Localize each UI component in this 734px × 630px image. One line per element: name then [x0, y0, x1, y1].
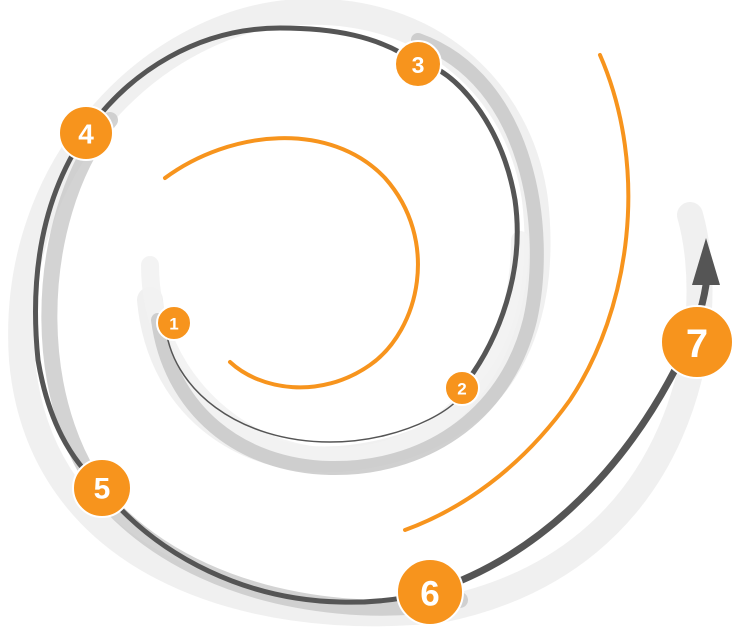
accent-arc-inner: [163, 136, 420, 390]
marker-6: 6: [396, 558, 464, 626]
marker-circle: [394, 40, 442, 88]
track-inner: [164, 321, 464, 443]
marker-4: 4: [58, 105, 114, 161]
shadow-arc-outer: [151, 33, 544, 476]
marker-label: 7: [686, 322, 708, 366]
arrow-up-icon: [692, 238, 720, 285]
marker-2: 2: [444, 370, 480, 406]
marker-label: 1: [169, 315, 178, 334]
marker-3: 3: [394, 40, 442, 88]
accent-strokes: [163, 53, 631, 532]
marker-circle: [58, 105, 114, 161]
marker-5: 5: [72, 458, 132, 518]
marker-label: 3: [412, 52, 425, 78]
marker-circle: [72, 458, 132, 518]
marker-circle: [396, 558, 464, 626]
marker-label: 4: [78, 119, 94, 150]
accent-arc-outer: [403, 53, 631, 532]
marker-7: 7: [660, 305, 734, 379]
marker-circle: [444, 370, 480, 406]
marker-1: 1: [156, 305, 192, 341]
shadow-arcs: [41, 33, 544, 616]
marker-label: 5: [94, 473, 111, 506]
marker-label: 6: [420, 575, 439, 614]
marker-circle: [660, 305, 734, 379]
marker-label: 2: [457, 380, 466, 399]
shadow-arc-big: [41, 112, 468, 616]
marker-circle: [156, 305, 192, 341]
